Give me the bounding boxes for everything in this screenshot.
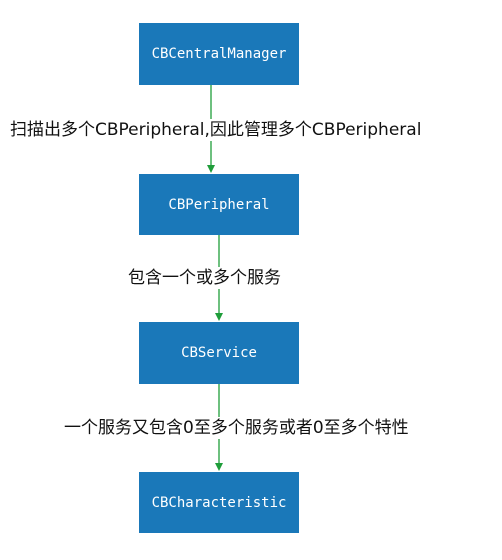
edge-label-contains-characteristics: 一个服务又包含0至多个服务或者0至多个特性	[64, 417, 409, 439]
node-label: CBCharacteristic	[151, 494, 287, 511]
node-cbcentralmanager: CBCentralManager	[139, 23, 299, 85]
node-label: CBService	[181, 345, 257, 361]
edge-label-contains-services: 包含一个或多个服务	[128, 267, 281, 289]
node-label: CBPeripheral	[168, 196, 270, 213]
node-cbcharacteristic: CBCharacteristic	[139, 472, 299, 533]
node-cbperipheral: CBPeripheral	[139, 174, 299, 235]
node-label: CBCentralManager	[151, 46, 287, 62]
edge-label-scan: 扫描出多个CBPeripheral,因此管理多个CBPeripheral	[10, 119, 422, 141]
node-cbservice: CBService	[139, 322, 299, 384]
